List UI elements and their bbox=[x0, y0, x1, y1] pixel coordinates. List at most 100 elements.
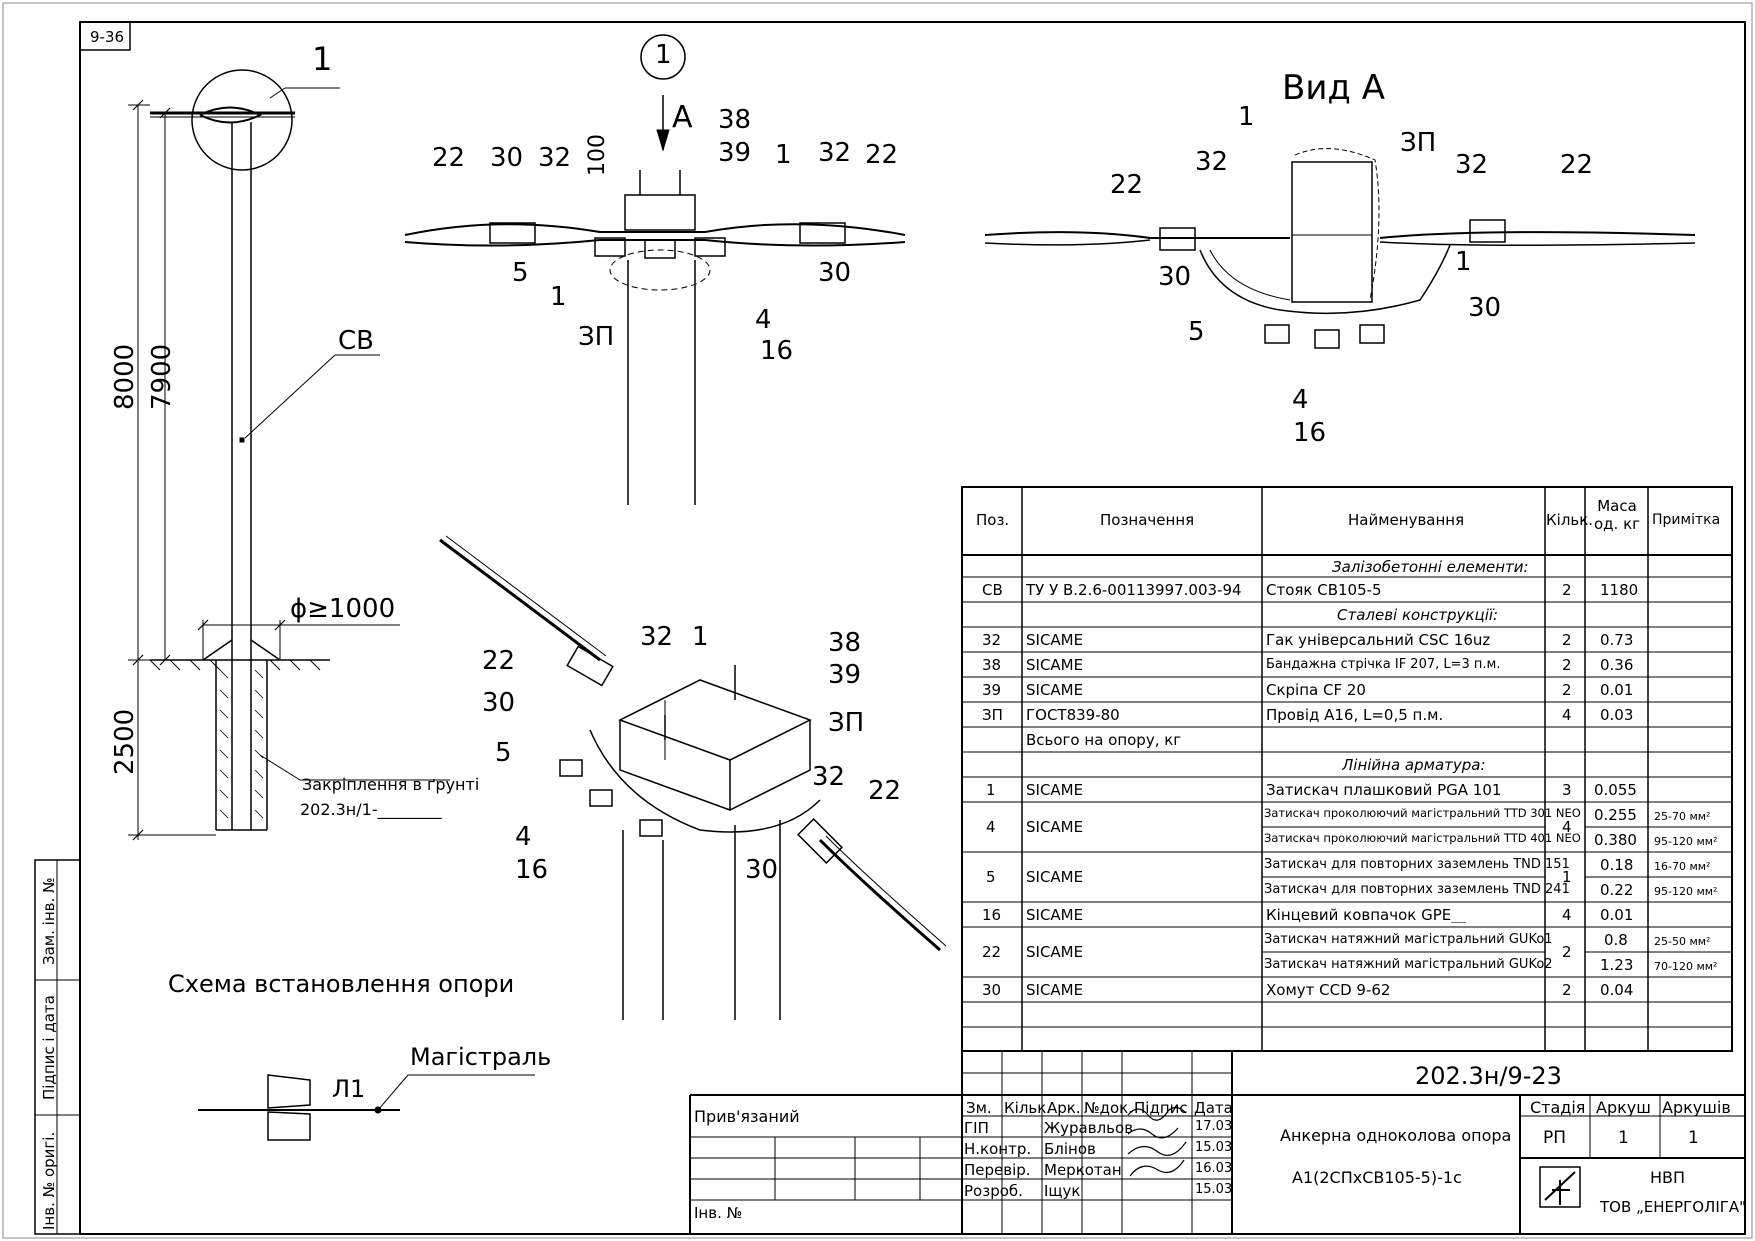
top-label: 4 bbox=[755, 305, 772, 335]
top-label: 1 bbox=[775, 140, 792, 170]
person-name: Іщук bbox=[1044, 1182, 1081, 1200]
col-header-date: Дата bbox=[1194, 1099, 1233, 1117]
title-block-grid bbox=[689, 1051, 1745, 1234]
section-concrete: Залізобетонні елементи: bbox=[1332, 560, 1529, 575]
row-code: SICAME bbox=[1026, 870, 1084, 885]
row-code: SICAME bbox=[1026, 908, 1084, 923]
dim-7900: 7900 bbox=[147, 343, 177, 410]
iso-label: 22 bbox=[868, 776, 902, 806]
view-a-title: Вид А bbox=[1282, 68, 1385, 108]
attached-label: Прив'язаний bbox=[694, 1107, 800, 1126]
iso-label: 32 bbox=[812, 762, 846, 792]
top-label: 1 bbox=[550, 282, 567, 312]
pole-code-label: СВ bbox=[338, 326, 374, 356]
sheet-code: 9-36 bbox=[90, 28, 125, 46]
row-pos: 4 bbox=[986, 820, 996, 835]
view-a-label: 4 bbox=[1292, 385, 1309, 415]
row-name: Стояк СВ105-5 bbox=[1266, 583, 1382, 598]
view-a-label: 1 bbox=[1455, 247, 1472, 277]
iso-label: 5 bbox=[495, 738, 512, 768]
row-mass: 0.04 bbox=[1600, 983, 1634, 998]
row-note: 70-120 мм² bbox=[1654, 961, 1718, 972]
row-code: SICAME bbox=[1026, 683, 1084, 698]
view-a-label: ЗП bbox=[1400, 128, 1437, 158]
row-code: ТУ У В.2.6-00113997.003-94 bbox=[1026, 583, 1242, 598]
row-pos: 16 bbox=[982, 908, 1002, 923]
spec-table-grid bbox=[961, 486, 1733, 1052]
view-a-label: 1 bbox=[1238, 102, 1255, 132]
view-a-label: 30 bbox=[1468, 293, 1502, 323]
row-qty: 2 bbox=[1562, 983, 1572, 998]
row-code: SICAME bbox=[1026, 633, 1084, 648]
top-label: 30 bbox=[818, 258, 852, 288]
org-line1: НВП bbox=[1650, 1168, 1686, 1187]
callout-1-mark: 1 bbox=[655, 40, 672, 70]
view-a-drawing bbox=[984, 148, 1696, 349]
row-mass: 0.73 bbox=[1600, 633, 1634, 648]
row-name: Затискач натяжний магістральний GUKo2 bbox=[1264, 958, 1553, 971]
iso-label: 1 bbox=[692, 622, 709, 652]
row-qty: 4 bbox=[1562, 820, 1572, 835]
role-norm-control: Н.контр. bbox=[964, 1140, 1032, 1158]
row-code: SICAME bbox=[1026, 945, 1084, 960]
row-qty: 2 bbox=[1562, 945, 1572, 960]
top-label: ЗП bbox=[578, 322, 615, 352]
pole-elevation-view bbox=[128, 69, 450, 841]
row-name: Кінцевий ковпачок GPE__ bbox=[1266, 908, 1467, 923]
dim-2500: 2500 bbox=[110, 708, 140, 775]
total-row-label: Всього на опору, кг bbox=[1026, 733, 1182, 748]
row-name: Провід А16, L=0,5 п.м. bbox=[1266, 708, 1444, 723]
row-mass: 1180 bbox=[1600, 583, 1639, 598]
ground-note: Закріплення в ґрунті bbox=[302, 775, 480, 794]
row-code: SICAME bbox=[1026, 658, 1084, 673]
side-stamp-original-inv: Інв. № оригі. bbox=[40, 1131, 58, 1230]
col-header-sign: Підпис bbox=[1134, 1099, 1188, 1117]
col-header-qty: Кільк. bbox=[1004, 1099, 1052, 1117]
row-pos: 5 bbox=[986, 870, 996, 885]
row-name: Скріпа CF 20 bbox=[1266, 683, 1366, 698]
view-a-label: 22 bbox=[1560, 150, 1594, 180]
iso-label: 30 bbox=[482, 688, 516, 718]
stage-value: РП bbox=[1543, 1128, 1567, 1148]
section-steel: Сталеві конструкції: bbox=[1337, 608, 1499, 623]
arrow-a-label: А bbox=[672, 100, 693, 135]
sheets-header: Аркушів bbox=[1662, 1098, 1731, 1117]
iso-label: 30 bbox=[745, 855, 779, 885]
person-name: Блінов bbox=[1044, 1140, 1096, 1158]
row-note: 95-120 мм² bbox=[1654, 886, 1718, 897]
row-mass: 0.055 bbox=[1594, 783, 1637, 798]
view-a-label: 22 bbox=[1110, 170, 1144, 200]
row-qty: 3 bbox=[1562, 783, 1572, 798]
inventory-label: Інв. № bbox=[694, 1204, 743, 1222]
row-mass: 0.03 bbox=[1600, 708, 1634, 723]
view-a-label: 32 bbox=[1195, 147, 1229, 177]
view-a-label: 32 bbox=[1455, 150, 1489, 180]
sign-date: 15.03 bbox=[1195, 1140, 1233, 1155]
row-qty: 1 bbox=[1562, 870, 1572, 885]
iso-label: 4 bbox=[515, 822, 532, 852]
iso-label: ЗП bbox=[828, 708, 865, 738]
view-a-label: 5 bbox=[1188, 317, 1205, 347]
col-header-doc: №док. bbox=[1084, 1099, 1133, 1117]
iso-label: 16 bbox=[515, 855, 549, 885]
row-mass: 0.22 bbox=[1600, 883, 1634, 898]
row-pos: 38 bbox=[982, 658, 1002, 673]
line-legend-code: Л1 bbox=[332, 1075, 366, 1103]
view-a-label: 30 bbox=[1158, 262, 1192, 292]
row-name: Бандажна стрічка IF 207, L=3 п.м. bbox=[1266, 658, 1501, 671]
top-label: 30 bbox=[490, 143, 524, 173]
row-note: 25-50 мм² bbox=[1654, 936, 1711, 947]
sheet-header: Аркуш bbox=[1596, 1098, 1651, 1117]
row-pos: СВ bbox=[982, 583, 1003, 598]
row-qty: 2 bbox=[1562, 583, 1572, 598]
stage-header: Стадія bbox=[1530, 1098, 1586, 1117]
detail-mark: 1 bbox=[312, 40, 333, 78]
row-pos: 30 bbox=[982, 983, 1002, 998]
iso-label: 22 bbox=[482, 646, 516, 676]
row-note: 25-70 мм² bbox=[1654, 811, 1711, 822]
header-code: Позначення bbox=[1100, 513, 1195, 528]
row-pos: 22 bbox=[982, 945, 1002, 960]
row-mass: 0.380 bbox=[1594, 833, 1637, 848]
row-name: Затискач плашковий PGA 101 bbox=[1266, 783, 1502, 798]
row-note: 95-120 мм² bbox=[1654, 836, 1718, 847]
